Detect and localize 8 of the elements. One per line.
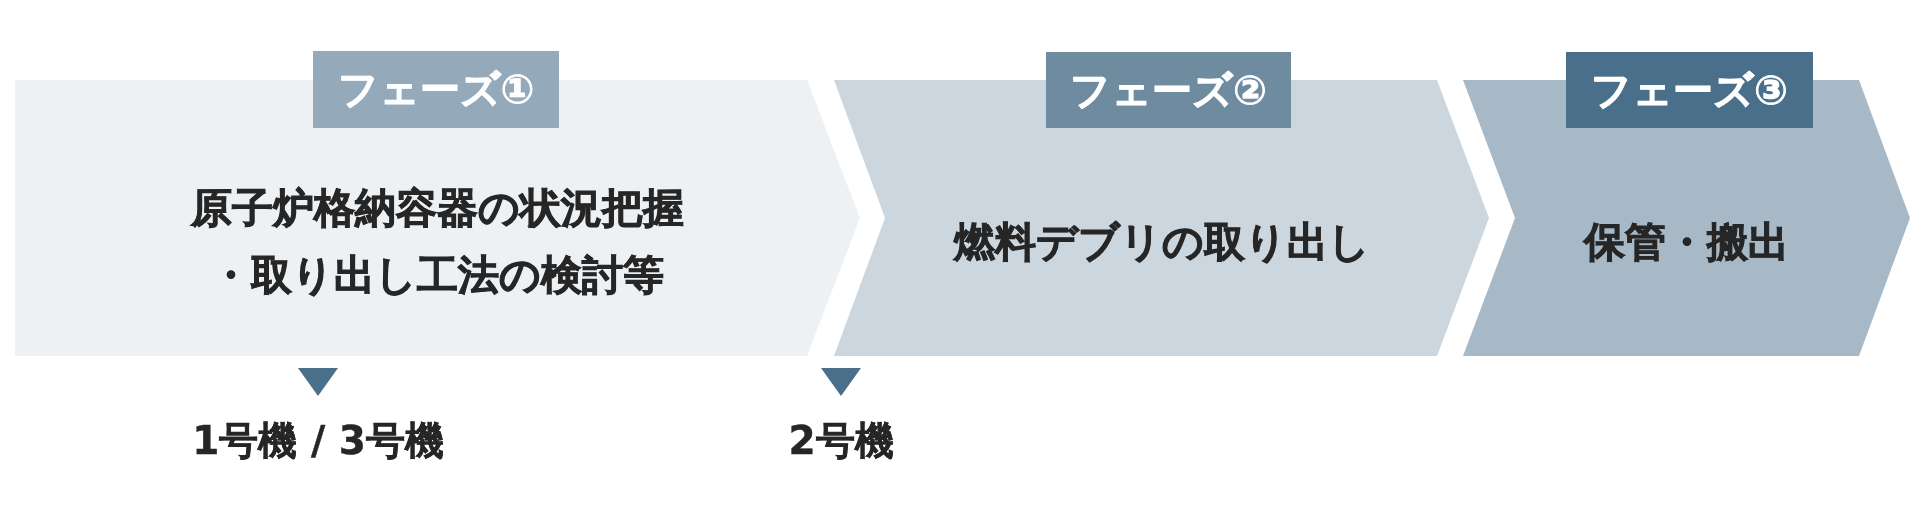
phase-tag: フェーズ③ [1566, 52, 1813, 128]
phase-tag: フェーズ① [313, 51, 559, 128]
reactor-unit-label: 1号機 / 3号機 [192, 418, 444, 465]
step-text: 燃料デブリの取り出し [953, 216, 1370, 268]
step-text: 保管・搬出 [1584, 216, 1789, 268]
step-text: 原子炉格納容器の状況把握・取り出し工法の検討等 [190, 183, 685, 301]
phase-tag: フェーズ② [1046, 52, 1291, 128]
reactor-unit-label: 2号機 [788, 418, 894, 465]
